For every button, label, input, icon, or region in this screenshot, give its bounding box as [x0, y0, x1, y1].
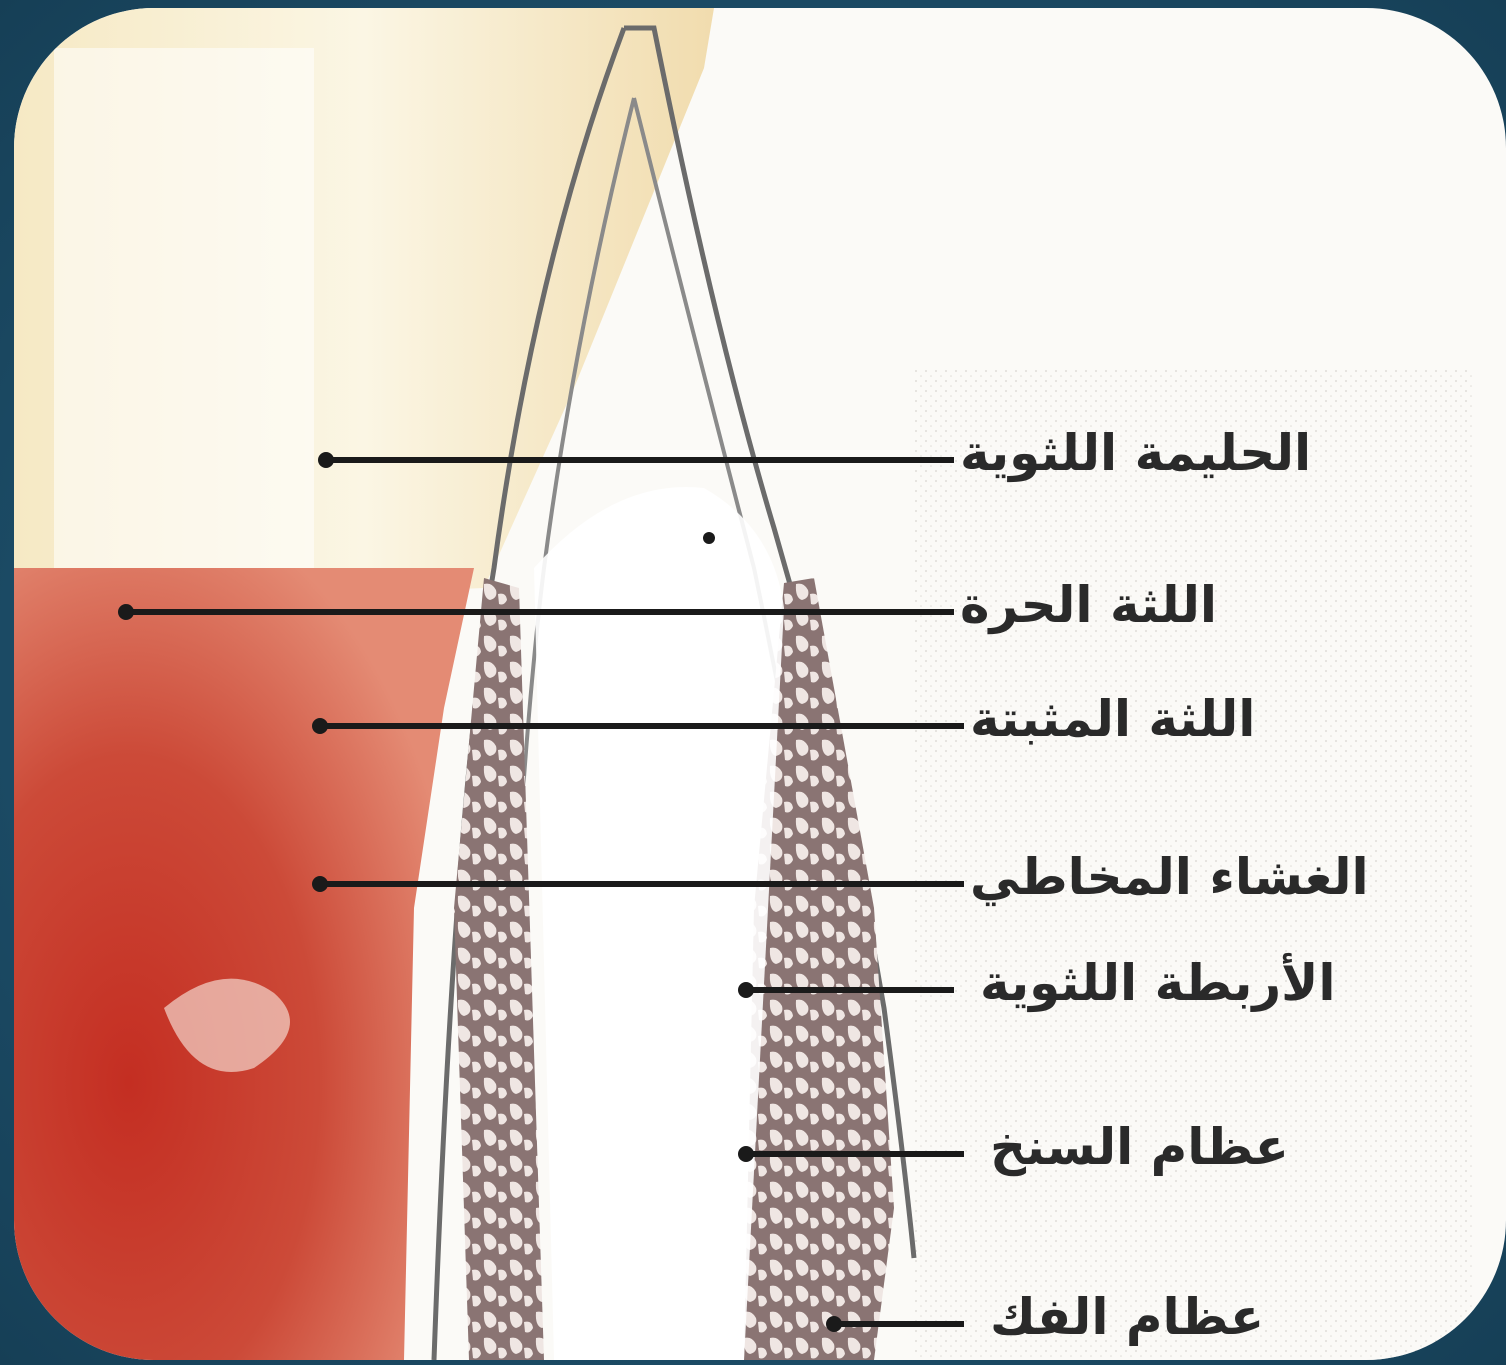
tooth-highlight — [54, 48, 314, 568]
label-jaw-bone: عظام الفك — [990, 1292, 1264, 1342]
tooth-root — [534, 487, 784, 1360]
label-gingival-ligaments: الأربطة اللثوية — [980, 958, 1336, 1008]
diagram-card: الحليمة اللثوية اللثة الحرة اللثة المثبت… — [14, 8, 1506, 1360]
label-alveolar-bone: عظام السنخ — [990, 1122, 1289, 1172]
label-mucous-membrane: الغشاء المخاطي — [970, 852, 1369, 902]
label-attached-gingiva: اللثة المثبتة — [970, 694, 1255, 744]
label-free-gingiva: اللثة الحرة — [960, 580, 1217, 630]
root-point — [703, 532, 715, 544]
label-gingival-papilla: الحليمة اللثوية — [960, 428, 1311, 478]
mucosa-region — [14, 568, 474, 1360]
